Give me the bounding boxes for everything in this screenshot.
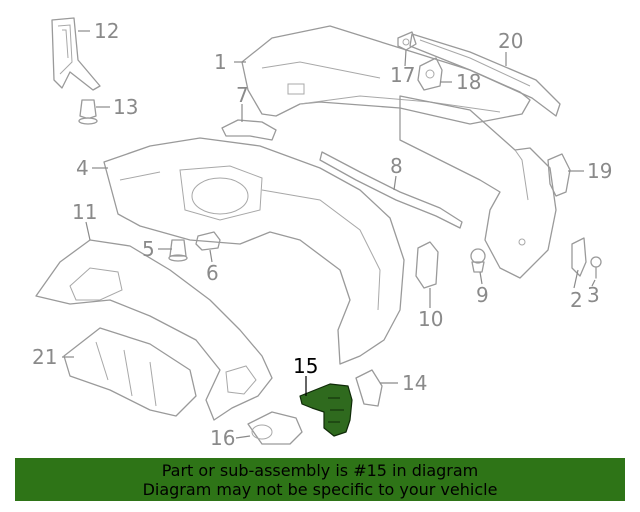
callout-18: 18 [456,70,481,94]
callout-15-highlighted: 15 [293,354,318,378]
callout-7: 7 [236,83,249,107]
callout-13: 13 [113,95,138,119]
part-9-clip [470,248,486,273]
callout-labels: 1 2 3 4 5 6 7 8 9 10 11 12 13 14 15 16 1… [32,19,612,450]
callout-10: 10 [418,307,443,331]
callout-8: 8 [390,154,403,178]
part-17-bracket [397,31,417,51]
callout-20: 20 [498,29,523,53]
part-18-mount [417,57,443,91]
part-21-insert [63,327,197,417]
part-1-upper-cover [241,25,531,125]
part-10-bracket [415,241,439,289]
callout-11: 11 [72,200,97,224]
callout-12: 12 [94,19,119,43]
part-2-bracket [571,237,587,277]
callout-6: 6 [206,261,219,285]
part-15-highlighted [299,383,353,437]
callout-9: 9 [476,283,489,307]
callout-17: 17 [390,63,415,87]
callout-21: 21 [32,345,57,369]
part-11-valance [35,239,273,421]
side-panel [399,95,557,279]
callout-14: 14 [402,371,427,395]
callout-1: 1 [214,50,227,74]
callout-5: 5 [142,237,155,261]
part-16-sensor [247,411,303,445]
part-19-bracket [547,153,571,197]
part-4-bumper-cover [103,137,405,365]
leader-lines [62,30,596,439]
part-7-trim [221,119,277,141]
part-6-retainer [195,231,221,251]
part-13-clip [78,99,98,125]
part-8-strip [319,151,463,229]
part-5-clip [168,239,188,262]
part-12-bracket [51,17,101,91]
callout-4: 4 [76,156,89,180]
banner-line-2: Diagram may not be specific to your vehi… [142,480,498,499]
banner-line-1: Part or sub-assembly is #15 in diagram [161,461,479,480]
callout-2: 2 [570,288,583,312]
callout-3: 3 [587,283,600,307]
part-14-bracket [355,369,383,407]
part-20-trim-strip [409,33,561,117]
callout-16: 16 [210,426,235,450]
part-3-screw [590,256,602,279]
callout-19: 19 [587,159,612,183]
info-banner: Part or sub-assembly is #15 in diagram D… [15,458,625,501]
